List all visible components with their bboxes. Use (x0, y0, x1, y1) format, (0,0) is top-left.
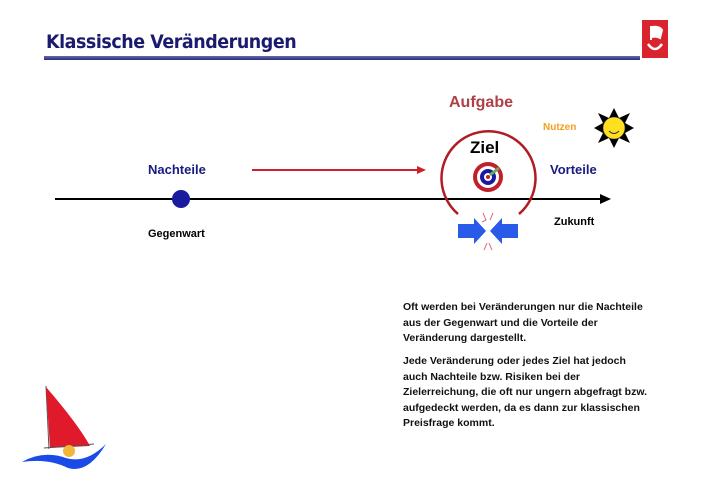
present-point (172, 190, 190, 208)
zukunft-label: Zukunft (554, 216, 595, 228)
goal-circle (440, 130, 537, 215)
paragraph-2: Jede Veränderung oder jedes Ziel hat jed… (403, 355, 648, 429)
slide-title: Klassische Veränderungen (46, 31, 297, 53)
pressure-arrows-icon (458, 212, 518, 251)
timeline-arrow (55, 194, 611, 204)
target-icon (473, 162, 503, 192)
sailboat-logo-icon (22, 385, 106, 469)
aufgabe-label: Aufgabe (449, 94, 513, 111)
nutzen-label: Nutzen (543, 122, 577, 133)
diagram-graphics (55, 108, 634, 251)
ziel-label: Ziel (470, 138, 500, 157)
brand-logo-icon (642, 20, 668, 58)
vorteile-label: Vorteile (550, 162, 597, 177)
sun-icon (594, 108, 634, 148)
nachteile-label: Nachteile (148, 162, 206, 177)
title-underline (44, 56, 640, 60)
red-arrow (252, 166, 426, 174)
gegenwart-label: Gegenwart (148, 228, 205, 240)
paragraph-1: Oft werden bei Veränderungen nur die Nac… (403, 301, 643, 344)
